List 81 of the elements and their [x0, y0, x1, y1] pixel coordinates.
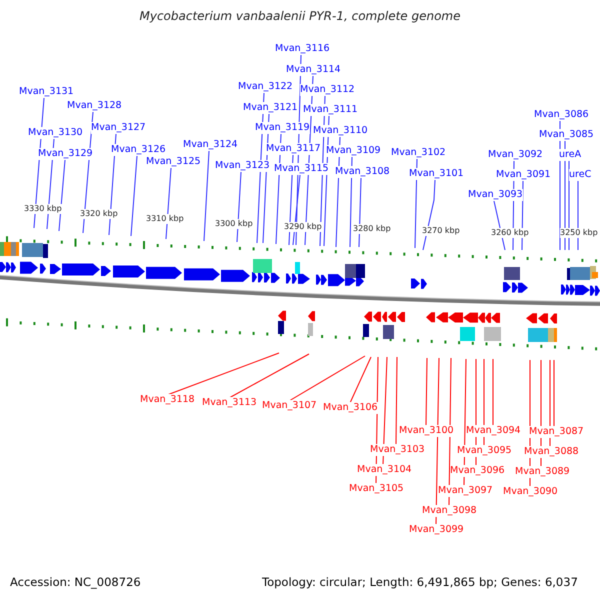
- leader-line: [382, 356, 388, 466]
- scale-tick-label: 3290 kbp: [284, 222, 322, 232]
- gene-label: Mvan_3130: [28, 127, 83, 139]
- gene-label: Mvan_3085: [539, 129, 594, 141]
- gene-label: Mvan_3103: [370, 444, 425, 456]
- gene-label: Mvan_3093: [468, 189, 523, 201]
- gene-label: Mvan_3107: [262, 400, 317, 412]
- gene-label: Mvan_3097: [438, 485, 493, 497]
- leader-line: [288, 356, 366, 402]
- gene-label: Mvan_3109: [326, 145, 381, 157]
- leader-line: [350, 156, 352, 248]
- scale-tick-label: 3310 kbp: [146, 214, 184, 224]
- leader-line: [396, 356, 398, 446]
- leader-line: [492, 358, 494, 426]
- footer-text: Topology: circular; Length: 6,491,865 bp; Genes: 6,037: [262, 575, 578, 589]
- scale-tick-label: 3260 kbp: [491, 228, 529, 238]
- gene-label: Mvan_3099: [409, 524, 464, 536]
- leader-line: [166, 352, 280, 396]
- chart-title: Mycobacterium vanbaalenii PYR-1, complete genome: [138, 9, 462, 23]
- scale-tick-label: 3280 kbp: [353, 224, 391, 234]
- gene-label: Mvan_3100: [399, 425, 454, 437]
- gene-label: Mvan_3086: [534, 109, 589, 121]
- gene-label: Mvan_3087: [529, 426, 584, 438]
- gene-label: Mvan_3113: [202, 397, 257, 409]
- gene-label: Mvan_3102: [391, 147, 446, 159]
- gene-label: Mvan_3101: [409, 168, 464, 180]
- gene-label: Mvan_3123: [215, 160, 270, 172]
- gene-label: Mvan_3094: [466, 425, 521, 437]
- leader-line: [292, 174, 300, 246]
- leader-line: [426, 358, 428, 426]
- leader-line: [564, 140, 566, 250]
- leader-line: [130, 156, 138, 236]
- gene-label: Mvan_3092: [488, 149, 543, 161]
- gene-label: Mvan_3128: [67, 100, 122, 112]
- gene-label: Mvan_3090: [503, 486, 558, 498]
- scale-tick-label: 3320 kbp: [80, 209, 118, 219]
- leader-line: [166, 168, 172, 240]
- gene-label: Mvan_3089: [515, 466, 570, 478]
- gene-label: Mvan_3115: [274, 163, 329, 175]
- leader-line: [422, 180, 436, 250]
- gene-label: Mvan_3124: [183, 139, 238, 151]
- gene-label: Mvan_3131: [19, 86, 74, 98]
- leader-line: [236, 172, 242, 242]
- gene-label: Mvan_3114: [286, 64, 341, 76]
- gene-label: Mvan_3112: [300, 84, 355, 96]
- leader-line: [204, 150, 210, 242]
- leader-line: [228, 354, 310, 398]
- gene-label: Mvan_3111: [303, 104, 358, 116]
- leader-line: [568, 160, 570, 250]
- gene-label: Mvan_3125: [146, 156, 201, 168]
- gene-label: Mvan_3088: [524, 446, 579, 458]
- gene-label: Mvan_3118: [140, 394, 195, 406]
- scale-tick-label: 3300 kbp: [215, 219, 253, 229]
- gene-label: Mvan_3122: [238, 81, 293, 93]
- scale-tick-label: 3250 kbp: [560, 228, 598, 238]
- gene-label: Mvan_3108: [335, 166, 390, 178]
- gene-label: Mvan_3117: [266, 143, 321, 155]
- gene-label: Mvan_3121: [243, 102, 298, 114]
- gene-label: Mvan_3095: [457, 445, 512, 457]
- leader-line: [358, 178, 362, 248]
- scale-tick-label: 3270 kbp: [422, 226, 460, 236]
- gene-label: Mvan_3119: [255, 122, 310, 134]
- footer-text: Accession: NC_008726: [10, 575, 141, 589]
- leader-line: [350, 356, 372, 404]
- gene-label: Mvan_3096: [450, 465, 505, 477]
- gene-label: Mvan_3104: [357, 464, 412, 476]
- scale-tick-label: 3330 kbp: [24, 204, 62, 214]
- gene-label: Mvan_3105: [349, 483, 404, 495]
- gene-label: Mvan_3098: [422, 505, 477, 517]
- gene-label: ureA: [559, 149, 582, 161]
- leader-line: [58, 160, 66, 232]
- gene-label: Mvan_3091: [496, 169, 551, 181]
- leader-line: [414, 158, 418, 248]
- gene-label: ureC: [569, 169, 592, 181]
- gene-label: Mvan_3126: [111, 144, 166, 156]
- leader-line: [522, 180, 524, 250]
- gene-label: Mvan_3110: [313, 125, 368, 137]
- gene-label: Mvan_3127: [91, 122, 146, 134]
- gene-label: Mvan_3129: [38, 148, 93, 160]
- gene-label: Mvan_3116: [275, 43, 330, 55]
- gene-label: Mvan_3106: [323, 402, 378, 414]
